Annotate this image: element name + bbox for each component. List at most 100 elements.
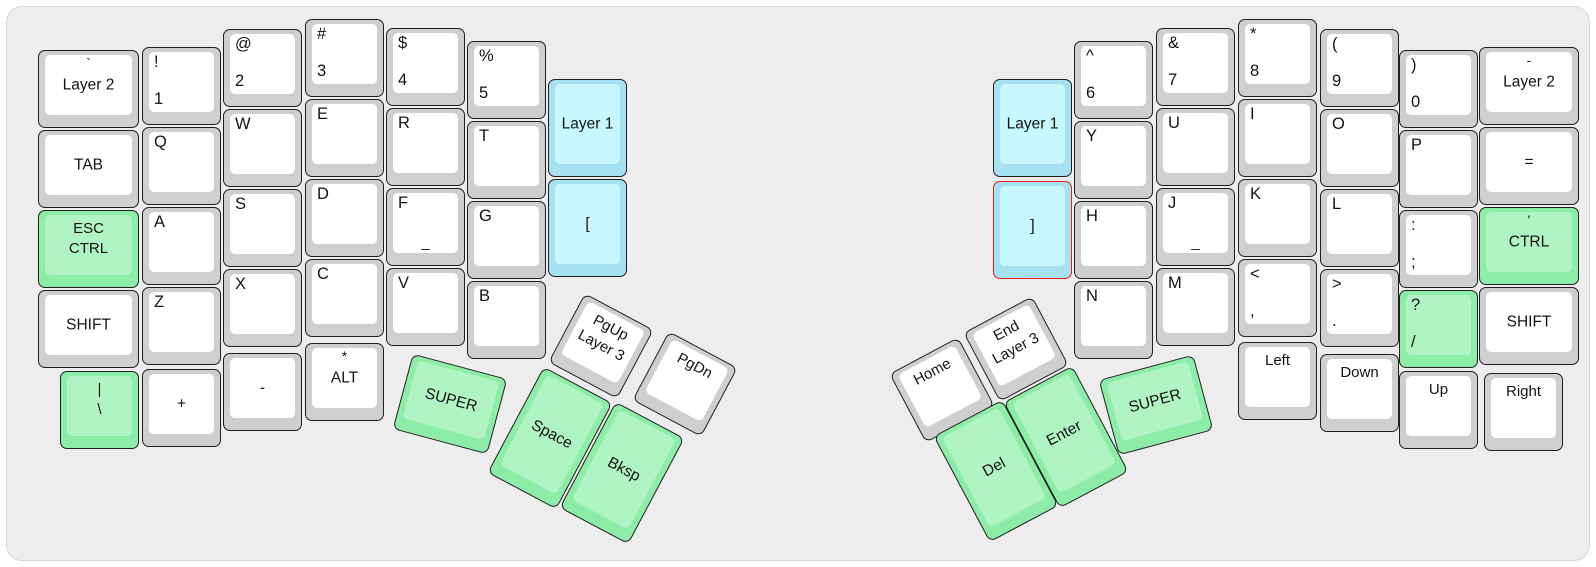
key-rbracket[interactable]: ] [993,181,1072,279]
key-c[interactable]: C [305,259,384,337]
key-j[interactable]: J_ [1156,188,1235,266]
keycap-top: ?/ [1406,295,1471,355]
keycap-top: SHIFT [45,295,132,355]
key-y[interactable]: Y [1074,121,1153,199]
key-minus-left[interactable]: - [223,353,302,431]
key-i[interactable]: I [1238,99,1317,177]
key-label: Bksp [604,453,644,486]
key-7[interactable]: &7 [1156,28,1235,106]
key-label: @ [235,35,252,53]
key-layer1-left[interactable]: Layer 1 [548,79,627,177]
key-label: ! [154,53,159,71]
key-arrow-up[interactable]: Up [1399,371,1478,449]
key-o[interactable]: O [1320,109,1399,187]
key-quote-ctrl[interactable]: 'CTRL [1479,207,1579,285]
key-q[interactable]: Q [142,127,221,205]
key-arrow-right[interactable]: Right [1484,373,1563,451]
key-arrow-left[interactable]: Left [1238,342,1317,420]
key-label: F [398,194,409,212]
key-shift-right[interactable]: SHIFT [1479,287,1579,365]
key-period[interactable]: >. [1320,269,1399,347]
keycap-top: Z [149,292,214,352]
key-l[interactable]: L [1320,189,1399,267]
key-layer1-right[interactable]: Layer 1 [993,79,1072,177]
key-label: SHIFT [66,316,111,334]
key-label: N [1086,287,1098,305]
key-r[interactable]: R [386,108,465,186]
key-h[interactable]: H [1074,201,1153,279]
key-equals[interactable]: = [1479,127,1579,205]
key-f[interactable]: F_ [386,188,465,266]
key-grave-layer2[interactable]: `Layer 2 [38,50,139,128]
keycap-top: -Layer 2 [1486,52,1572,112]
key-label: ^ [1086,47,1094,65]
keycap-top: F_ [393,193,458,253]
key-arrow-down[interactable]: Down [1320,354,1399,432]
key-0[interactable]: )0 [1399,50,1478,128]
keycap-top: ESC CTRL [45,215,132,275]
keycap-top: | \ [67,376,132,436]
key-a[interactable]: A [142,207,221,285]
key-label: Layer 2 [62,76,115,94]
key-label: | \ [97,381,102,418]
keycap-top: G [474,206,539,266]
key-n[interactable]: N [1074,281,1153,359]
key-2[interactable]: @2 [223,29,302,107]
key-3[interactable]: #3 [305,19,384,97]
key-b[interactable]: B [467,281,546,359]
keycap-top: V [393,273,458,333]
key-label: : [1411,216,1416,234]
key-5[interactable]: %5 [467,41,546,119]
key-label: ESC CTRL [68,220,109,257]
key-pipe-backslash[interactable]: | \ [60,371,139,449]
key-comma[interactable]: <, [1238,259,1317,337]
key-label: V [398,274,410,292]
keycap-top: - [230,358,295,418]
key-star-alt[interactable]: *ALT [305,343,384,421]
key-super-right[interactable]: SUPER [1098,354,1214,456]
key-d[interactable]: D [305,179,384,257]
key-label: Layer 2 [1503,73,1555,91]
key-v[interactable]: V [386,268,465,346]
key-tab[interactable]: TAB [38,130,139,208]
key-slash[interactable]: ?/ [1399,290,1478,368]
key-p[interactable]: P [1399,130,1478,208]
key-label: / [1411,333,1416,351]
key-1[interactable]: !1 [142,47,221,125]
key-esc-ctrl[interactable]: ESC CTRL [38,210,139,288]
key-x[interactable]: X [223,269,302,347]
key-w[interactable]: W [223,109,302,187]
key-k[interactable]: K [1238,179,1317,257]
key-e[interactable]: E [305,99,384,177]
key-minus-layer2[interactable]: -Layer 2 [1479,47,1579,125]
key-4[interactable]: $4 [386,28,465,106]
key-label: * [1250,25,1257,43]
keycap-top: [ [555,184,620,264]
key-6[interactable]: ^6 [1074,41,1153,119]
key-lbracket[interactable]: [ [548,179,627,277]
key-9[interactable]: (9 [1320,29,1399,107]
keycap-top: I [1245,104,1310,164]
key-label: C [317,265,329,283]
key-8[interactable]: *8 [1238,19,1317,97]
key-label: I [1250,105,1255,123]
keycap-top: :; [1406,215,1471,275]
key-t[interactable]: T [467,121,546,199]
key-super-left[interactable]: SUPER [392,353,508,455]
key-label: $ [398,34,408,52]
key-label: 3 [317,62,327,80]
key-label: Up [1428,381,1449,398]
key-label: J [1168,194,1177,212]
keycap-top: SHIFT [1486,292,1572,352]
key-label: ( [1332,35,1338,53]
key-plus[interactable]: + [142,369,221,447]
key-z[interactable]: Z [142,287,221,365]
key-semicolon[interactable]: :; [1399,210,1478,288]
key-label: B [479,287,491,305]
keycap-top: X [230,274,295,334]
key-shift-left[interactable]: SHIFT [38,290,139,368]
key-g[interactable]: G [467,201,546,279]
key-m[interactable]: M [1156,268,1235,346]
key-s[interactable]: S [223,189,302,267]
key-u[interactable]: U [1156,108,1235,186]
